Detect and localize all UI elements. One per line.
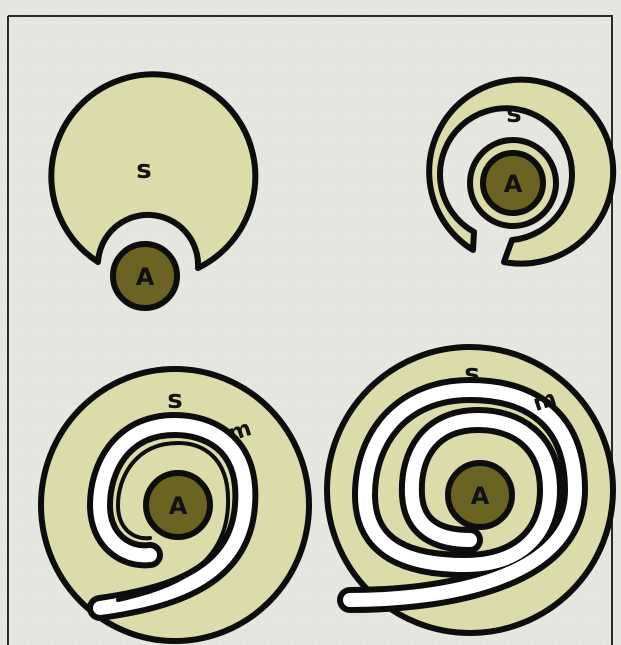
panel-3-core-label: A xyxy=(169,492,188,520)
panel-2-shell-label: s xyxy=(506,99,521,129)
panel-1-core-label: A xyxy=(136,263,155,291)
panel-3-shell-label: s xyxy=(167,385,182,415)
panel-3: s m A xyxy=(41,369,309,641)
panel-2-core-label: A xyxy=(504,170,523,198)
panel-4: s m A xyxy=(327,347,613,633)
panel-4-shell-label: s xyxy=(464,359,479,389)
panel-4-core-label: A xyxy=(471,482,490,510)
panel-1-shell-label: s xyxy=(136,155,151,185)
